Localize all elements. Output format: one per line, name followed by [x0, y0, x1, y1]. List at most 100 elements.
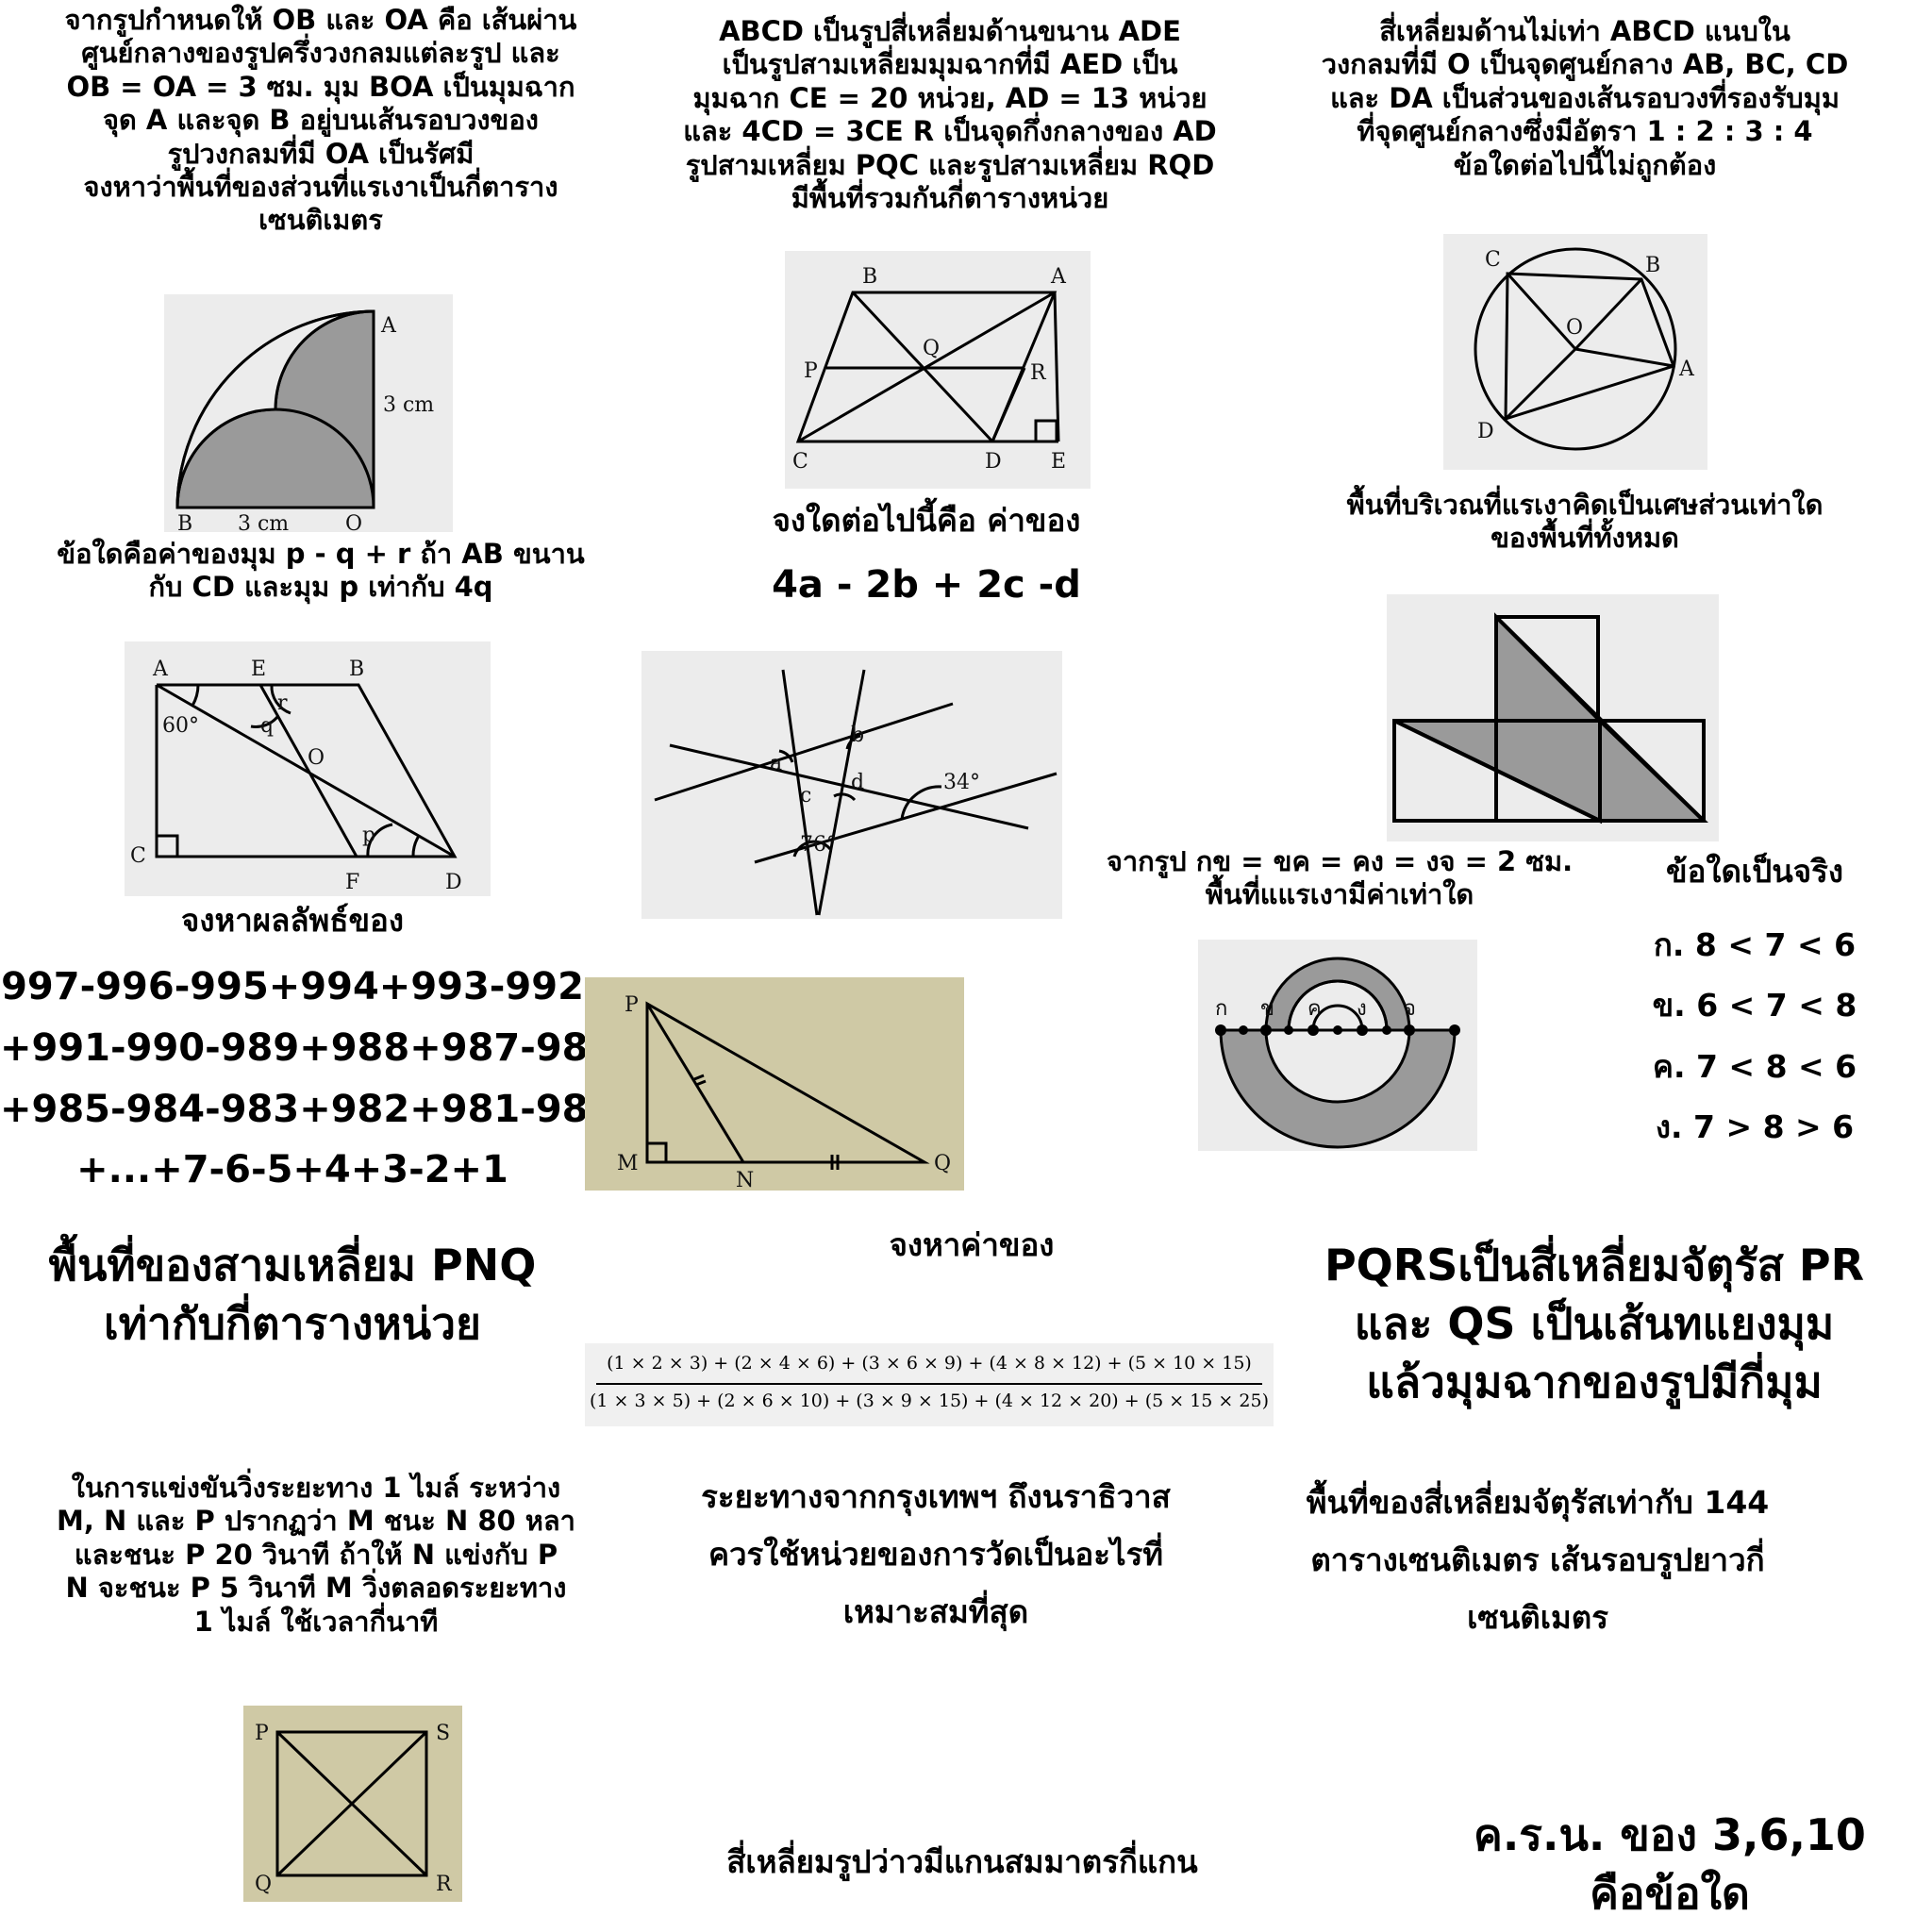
q9-line: 997-996-995+994+993-992 [1, 965, 584, 1008]
q17-line: ค.ร.น. ของ 3,6,10 [1474, 1809, 1866, 1860]
q4-label-b: B [349, 658, 364, 681]
q4-label-r: r [277, 691, 288, 715]
q4-label-p: p [362, 824, 375, 847]
q2-line: มีพื้นที่รวมกันกี่ตารางหน่วย [791, 181, 1109, 214]
q1-line: จากรูปกำหนดให้ OB และ OA คือ เส้นผ่าน [64, 4, 577, 36]
q1-text: จากรูปกำหนดให้ OB และ OA คือ เส้นผ่าน ศู… [0, 4, 641, 238]
q2-label-r: R [1030, 361, 1047, 385]
q4-label-60: 60° [162, 714, 199, 738]
q2-line: เป็นรูปสามเหลี่ยมมุมฉากที่มี AED เป็น [722, 48, 1178, 81]
q4-label-c: C [130, 844, 146, 868]
q3-line: ที่จุดศูนย์กลางซึ่งมีอัตรา 1 : 2 : 3 : 4 [1357, 115, 1813, 148]
q4-diagram: A E B C D F O 60° q r p [130, 658, 462, 894]
q5-label-b: b [851, 724, 864, 747]
q1-label-a: A [380, 314, 397, 338]
q2-text: ABCD เป็นรูปสี่เหลี่ยมด้านขนาน ADE เป็นร… [634, 15, 1266, 215]
q1-line: จุด A และจุด B อยู่บนเส้นรอบวงของ [103, 104, 539, 137]
q5-label-a: a [770, 752, 782, 775]
q5-expression: 4a - 2b + 2c -d [772, 563, 1081, 607]
q10-label-n: N [736, 1169, 754, 1191]
q5-text: จงใดต่อไปนี้คือ ค่าของ [634, 502, 1219, 540]
q8-option: ค. 7 < 8 < 6 [1652, 1047, 1857, 1085]
q3-diagram: C B A D O [1474, 247, 1695, 451]
q7-label-k4: ง [1357, 997, 1367, 1021]
q5-label-76: 76° [800, 833, 837, 857]
q15-line: พื้นที่ของสี่เหลี่ยมจัตุรัสเท่ากับ 144 [1306, 1484, 1770, 1521]
q13-line: N จะชนะ P 5 วินาที M วิ่งตลอดระยะทาง [65, 1572, 567, 1605]
q5-label-d: d [851, 771, 864, 794]
q15-line: ตารางเซนติเมตร เส้นรอบรูปยาวกี่ [1310, 1541, 1765, 1579]
q2-label-d: D [985, 450, 1002, 474]
q12-line: และ QS เป็นเส้นทแยงมุม [1354, 1298, 1835, 1350]
q7-label-k3: ค [1307, 997, 1322, 1021]
q5-label-c: c [800, 784, 811, 808]
q3-text: สี่เหลี่ยมด้านไม่เท่า ABCD แนบใน วงกลมที… [1255, 15, 1915, 182]
q17-line: คือข้อใด [1590, 1868, 1750, 1920]
q4-label-a: A [152, 658, 169, 681]
q9-line: +985-984-983+982+981-980 [0, 1087, 615, 1131]
q11-title: จงหาค่าของ [889, 1226, 1055, 1263]
q6-figure [1387, 594, 1719, 841]
q2-diagram: B A C D E P Q R [792, 265, 1067, 474]
q7-diagram: ก ข ค ง จ [1215, 957, 1460, 1149]
q1-label-ob: 3 cm [238, 512, 289, 532]
q2-line: มุมฉาก CE = 20 หน่วย, AD = 13 หน่วย [692, 81, 1208, 114]
q2-label-a: A [1050, 265, 1067, 289]
q4-figure: A E B C D F O 60° q r p [125, 641, 491, 896]
q3-label-o: O [1566, 316, 1583, 340]
q10-label-p: P [625, 993, 639, 1017]
q12-label-p: P [255, 1722, 269, 1745]
q3-label-a: A [1678, 358, 1695, 381]
q16-text: สี่เหลี่ยมรูปว่าวมีแกนสมมาตรกี่แกน [726, 1843, 1198, 1880]
q10-figure: P M N Q [585, 977, 964, 1191]
q12-text: PQRSเป็นสี่เหลี่ยมจัตุรัส PR และ QS เป็น… [1264, 1236, 1924, 1411]
q1-label-b: B [177, 512, 192, 532]
q13-line: ในการแข่งขันวิ่งระยะทาง 1 ไมล์ ระหว่าง [71, 1472, 561, 1504]
q2-line: รูปสามเหลี่ยม PQC และรูปสามเหลี่ยม RQD [685, 148, 1215, 181]
q5-figure: a b c d 34° 76° [641, 651, 1062, 919]
q1-label-o: O [345, 512, 362, 532]
q7-text: จากรูป กข = ขค = คง = งจ = 2 ซม. พื้นที่… [1066, 845, 1613, 912]
q13-text: ในการแข่งขันวิ่งระยะทาง 1 ไมล์ ระหว่าง M… [0, 1472, 632, 1639]
q7-label-k5: จ [1404, 997, 1416, 1021]
q8-title: ข้อใดเป็นจริง [1666, 853, 1843, 890]
q13-line: 1 ไมล์ ใช้เวลากี่นาที [193, 1605, 439, 1638]
q9-series: 997-996-995+994+993-992 +991-990-989+988… [0, 957, 615, 1201]
q3-line: สี่เหลี่ยมด้านไม่เท่า ABCD แนบใน [1379, 15, 1790, 47]
q4-label-f: F [345, 871, 359, 894]
q1-line: OB = OA = 3 ซม. มุม BOA เป็นมุมฉาก [66, 70, 575, 103]
q2-line: และ 4CD = 3CE R เป็นจุดกึ่งกลางของ AD [683, 115, 1217, 148]
q13-line: และชนะ P 20 วินาที ถ้าให้ N แข่งกับ P [74, 1538, 558, 1571]
q8-option: ก. 8 < 7 < 6 [1653, 926, 1857, 963]
q12-label-r: R [436, 1873, 453, 1896]
q2-label-q: Q [923, 337, 940, 360]
q11-numerator: (1 × 2 × 3) + (2 × 4 × 6) + (3 × 6 × 9) … [607, 1353, 1252, 1374]
q3-line: ข้อใดต่อไปนี้ไม่ถูกต้อง [1453, 148, 1717, 181]
q11-fraction-bar [596, 1383, 1262, 1385]
q5-line: จงใดต่อไปนี้คือ ค่าของ [772, 502, 1081, 539]
q10-label-m: M [617, 1152, 639, 1175]
q14-text: ระยะทางจากกรุงเทพฯ ถึงนราธิวาส ควรใช้หน่… [625, 1468, 1247, 1641]
q2-label-p: P [804, 359, 818, 383]
q6-line: ของพื้นที่ทั้งหมด [1491, 522, 1679, 555]
q10-label-q: Q [934, 1152, 951, 1175]
q4-line: ข้อใดคือค่าของมุม p - q + r ถ้า AB ขนาน [57, 538, 585, 570]
q2-label-b: B [862, 265, 877, 289]
q12-label-q: Q [255, 1873, 272, 1896]
q3-label-c: C [1485, 248, 1501, 272]
q7-label-k1: ก [1215, 997, 1227, 1021]
q13-line: M, N และ P ปรากฏว่า M ชนะ N 80 หลา [57, 1505, 575, 1538]
q5-label-34: 34° [943, 771, 980, 794]
q12-label-s: S [436, 1722, 450, 1745]
q6-text: พื้นที่บริเวณที่แรเงาคิดเป็นเศษส่วนเท่าใ… [1245, 489, 1924, 556]
q10-diagram: P M N Q [617, 993, 951, 1191]
q10-line: พื้นที่ของสามเหลี่ยม PNQ [48, 1240, 537, 1291]
q3-line: และ DA เป็นส่วนของเส้นรอบวงที่รองรับมุม [1330, 81, 1840, 114]
q1-line: จงหาว่าพื้นที่ของส่วนที่แรเงาเป็นกี่ตารา… [83, 170, 558, 203]
q12-line: PQRSเป็นสี่เหลี่ยมจัตุรัส PR [1324, 1240, 1865, 1291]
q4-label-o: O [308, 746, 325, 770]
q9-title: จงหาผลลัพธ์ของ [181, 902, 404, 939]
q7-figure: ก ข ค ง จ [1198, 940, 1477, 1151]
q1-diagram: A B O 3 cm 3 cm [175, 309, 434, 532]
q4-line: กับ CD และมุม p เท่ากับ 4q [148, 571, 493, 604]
